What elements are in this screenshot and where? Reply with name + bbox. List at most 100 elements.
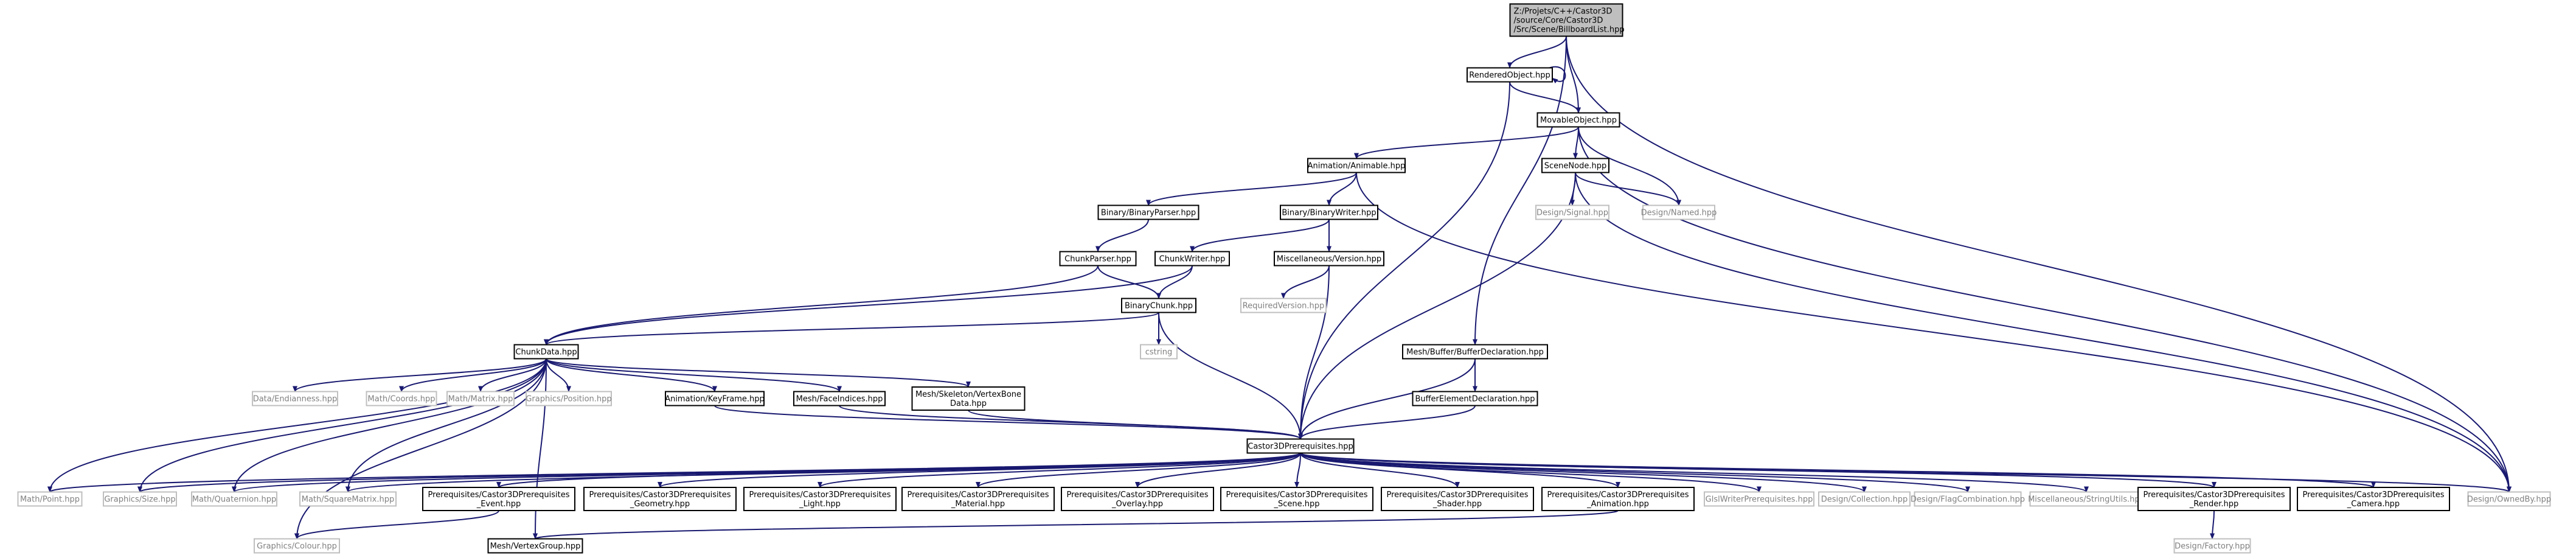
node-glsl: GlslWriterPrerequisites.hpp (1704, 491, 1814, 507)
edge-p_anim-to-vertexgroup (533, 510, 1619, 540)
node-label: Prerequisites/Castor3DPrerequisites (2302, 490, 2444, 500)
node-label: BinaryChunk.hpp (1125, 302, 1193, 311)
node-label: Binary/BinaryParser.hpp (1101, 209, 1196, 218)
node-binwriter[interactable]: Binary/BinaryWriter.hpp (1280, 204, 1378, 220)
node-label: Data.hpp (950, 399, 987, 408)
node-box (2173, 538, 2251, 554)
node-label: RequiredVersion.hpp (1243, 302, 1325, 311)
node-label: _Render.hpp (2189, 500, 2238, 509)
edge-bufdecl-to-prereq (1298, 358, 1476, 440)
edge-prereq-to-p_scene (1294, 453, 1301, 488)
edge-animable-to-binwriter (1327, 172, 1357, 206)
edge-prereq-to-p_shader (1300, 453, 1460, 488)
node-label: ChunkParser.hpp (1064, 255, 1131, 264)
node-box (1274, 251, 1384, 267)
node-p_anim[interactable]: Prerequisites/Castor3DPrerequisites_Anim… (1541, 487, 1695, 511)
node-flagcomb: Design/FlagCombination.hpp (1911, 491, 2025, 507)
node-box (2467, 491, 2551, 507)
node-p_light[interactable]: Prerequisites/Castor3DPrerequisites_Ligh… (743, 487, 897, 511)
node-keyframe[interactable]: Animation/KeyFrame.hpp (665, 391, 765, 406)
node-p_mat[interactable]: Prerequisites/Castor3DPrerequisites_Mate… (901, 487, 1055, 511)
node-label: Prerequisites/Castor3DPrerequisites (1066, 490, 1208, 500)
node-bufdecl[interactable]: Mesh/Buffer/BufferDeclaration.hpp (1402, 344, 1548, 360)
edge-chunkdata-to-matrix (478, 358, 547, 392)
node-binchunk[interactable]: BinaryChunk.hpp (1121, 298, 1196, 313)
edge-prereq-to-p_event (496, 452, 1301, 488)
edge-chunkdata-to-coords (399, 358, 547, 392)
node-binparser[interactable]: Binary/BinaryParser.hpp (1097, 204, 1199, 220)
node-movable[interactable]: MovableObject.hpp (1536, 112, 1620, 128)
dependency-edges (47, 36, 2512, 540)
node-p_render[interactable]: Prerequisites/Castor3DPrerequisites_Rend… (2137, 487, 2291, 511)
edge-binparser-to-chunkparser (1095, 219, 1149, 253)
edge-p_event-to-colour (294, 510, 499, 540)
node-label: Miscellaneous/Version.hpp (1277, 255, 1381, 264)
node-named: Design/Named.hpp (1641, 204, 1717, 220)
node-box (254, 538, 340, 554)
node-label: /Src/Scene/BillboardList.hpp (1514, 26, 1625, 35)
node-faceind[interactable]: Mesh/FaceIndices.hpp (793, 391, 886, 406)
node-coords: Math/Coords.hpp (366, 391, 437, 406)
edge-chunkdata-to-sqmatrix (345, 358, 547, 493)
edge-root-to-bufdecl (1473, 36, 1567, 346)
node-animable[interactable]: Animation/Animable.hpp (1307, 158, 1406, 173)
node-reqversion: RequiredVersion.hpp (1240, 298, 1327, 313)
node-label: Design/Factory.hpp (2175, 542, 2250, 551)
node-label: Prerequisites/Castor3DPrerequisites (1386, 490, 1528, 500)
edge-prereq-to-collection (1300, 452, 1867, 493)
edge-prereq-to-sqmatrix (345, 452, 1301, 493)
node-label: Design/FlagCombination.hpp (1911, 495, 2025, 504)
node-label: _Light.hpp (799, 500, 841, 509)
node-p_event[interactable]: Prerequisites/Castor3DPrerequisites_Even… (422, 487, 575, 511)
node-label: Graphics/Position.hpp (526, 395, 611, 404)
edge-root-to-movable (1566, 36, 1581, 114)
node-box (2137, 487, 2291, 511)
edge-prereq-to-p_light (818, 452, 1301, 488)
node-p_shader[interactable]: Prerequisites/Castor3DPrerequisites_Shad… (1381, 487, 1534, 511)
node-label: Prerequisites/Castor3DPrerequisites (1226, 490, 1367, 500)
node-label: Prerequisites/Castor3DPrerequisites (749, 490, 890, 500)
node-box (1412, 391, 1538, 406)
node-rendered[interactable]: RenderedObject.hpp (1467, 67, 1553, 83)
node-box (17, 491, 83, 507)
edge-animable-to-ownedby (1356, 172, 2512, 493)
node-vertexgroup[interactable]: Mesh/VertexGroup.hpp (487, 538, 583, 554)
node-label: Data/Endianness.hpp (253, 395, 338, 404)
node-root[interactable]: Z:/Projets/C++/Castor3D/source/Core/Cast… (1509, 3, 1625, 37)
node-box (911, 386, 1026, 411)
node-p_scene[interactable]: Prerequisites/Castor3DPrerequisites_Scen… (1220, 487, 1373, 511)
node-p_overlay[interactable]: Prerequisites/Castor3DPrerequisites_Over… (1061, 487, 1214, 511)
node-prereq[interactable]: Castor3DPrerequisites.hpp (1246, 438, 1355, 454)
node-bufelem[interactable]: BufferElementDeclaration.hpp (1412, 391, 1538, 406)
node-label: Mesh/Skeleton/VertexBone (915, 390, 1021, 399)
node-chunkparser[interactable]: ChunkParser.hpp (1059, 251, 1137, 267)
edge-vertexbone-to-prereq (968, 410, 1303, 440)
node-label: _Shader.hpp (1432, 500, 1482, 509)
edge-chunkparser-to-chunkdata (544, 265, 1099, 346)
node-label: _Animation.hpp (1586, 500, 1649, 509)
node-size: Graphics/Size.hpp (103, 491, 177, 507)
node-p_camera[interactable]: Prerequisites/Castor3DPrerequisites_Came… (2297, 487, 2450, 511)
edge-chunkdata-to-quat (232, 358, 547, 493)
node-box (1154, 251, 1230, 267)
edge-chunkwriter-to-binchunk (1156, 265, 1193, 299)
node-chunkdata[interactable]: ChunkData.hpp (513, 344, 579, 360)
node-label: /source/Core/Castor3D (1514, 16, 1603, 26)
node-label: Graphics/Size.hpp (104, 495, 175, 504)
node-label: Design/OwnedBy.hpp (2467, 495, 2551, 504)
edge-binwriter-to-chunkwriter (1190, 219, 1330, 253)
node-version[interactable]: Miscellaneous/Version.hpp (1274, 251, 1384, 267)
node-box (1061, 487, 1214, 511)
node-label: GlslWriterPrerequisites.hpp (1706, 495, 1813, 504)
node-signal: Design/Signal.hpp (1535, 204, 1609, 220)
node-p_geom[interactable]: Prerequisites/Castor3DPrerequisites_Geom… (583, 487, 737, 511)
node-scenenode[interactable]: SceneNode.hpp (1541, 158, 1609, 173)
node-chunkwriter[interactable]: ChunkWriter.hpp (1154, 251, 1230, 267)
edge-rendered-to-movable (1509, 82, 1581, 114)
node-label: Math/Coords.hpp (368, 395, 436, 404)
node-box (1642, 204, 1715, 220)
node-label: Graphics/Colour.hpp (257, 542, 337, 551)
edge-p_render-to-factory (2210, 510, 2215, 540)
